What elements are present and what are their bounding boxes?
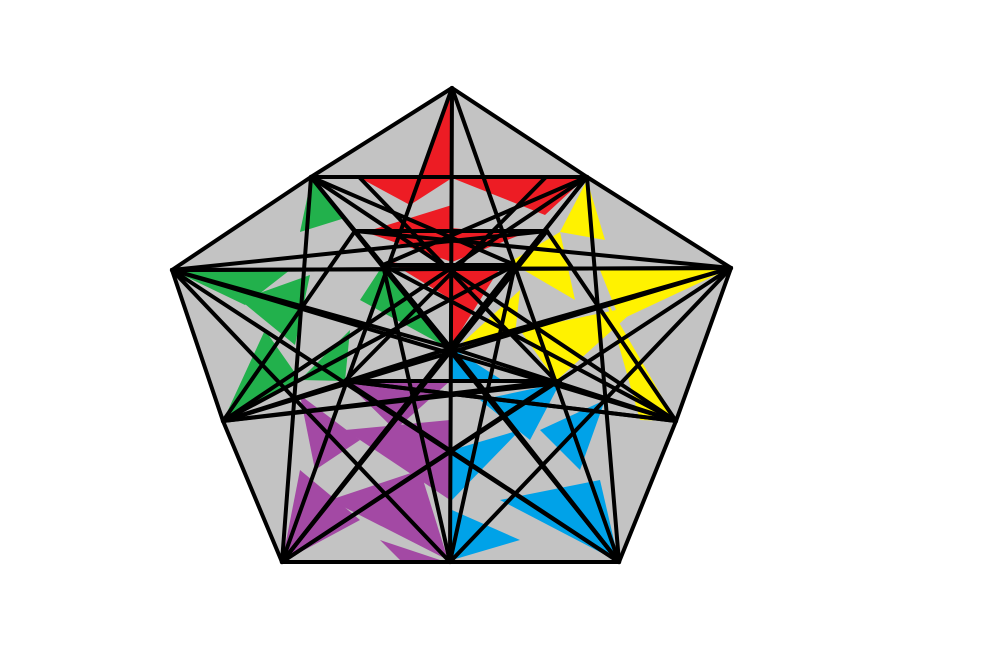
figure-line <box>309 86 454 179</box>
figure-line <box>448 263 517 564</box>
figure-line <box>221 346 453 423</box>
figure-line <box>448 266 733 564</box>
figure-line <box>280 346 453 564</box>
figure-line <box>545 229 678 423</box>
figure-line <box>170 268 225 423</box>
figure-line <box>280 175 313 564</box>
blue-facet <box>452 510 520 560</box>
figure-line <box>674 266 733 423</box>
purple-facet <box>330 470 448 560</box>
figure-line <box>381 263 452 564</box>
figure-line <box>585 175 621 564</box>
figure-line <box>221 175 589 423</box>
red-facet <box>360 178 452 205</box>
yellow-facet <box>560 180 605 240</box>
figure-line <box>280 379 558 564</box>
figure-line <box>170 175 313 272</box>
figure-line <box>449 346 678 423</box>
figure-line <box>449 175 589 350</box>
figure-line <box>221 381 562 423</box>
red-facet <box>365 205 452 262</box>
figure-line <box>617 419 678 564</box>
purple-facet <box>380 540 440 560</box>
blue-facet <box>480 383 560 440</box>
figure-line <box>309 175 517 267</box>
figure-line <box>170 268 452 564</box>
figure-line <box>309 175 453 350</box>
figure-line <box>343 379 621 564</box>
figure-line <box>343 379 678 423</box>
figure-line <box>449 346 621 564</box>
figure-line <box>358 176 558 383</box>
purple-facet <box>345 381 450 430</box>
figure-line <box>585 175 733 270</box>
figure-line <box>170 268 453 350</box>
figure-line <box>448 86 454 564</box>
figure-line <box>450 86 589 179</box>
figure-line <box>449 266 733 350</box>
green-facet <box>223 330 300 421</box>
figure-line <box>343 176 547 383</box>
figure-line <box>381 175 589 267</box>
green-facet <box>240 275 310 345</box>
figure-line <box>221 229 357 423</box>
figure-line <box>221 419 284 564</box>
